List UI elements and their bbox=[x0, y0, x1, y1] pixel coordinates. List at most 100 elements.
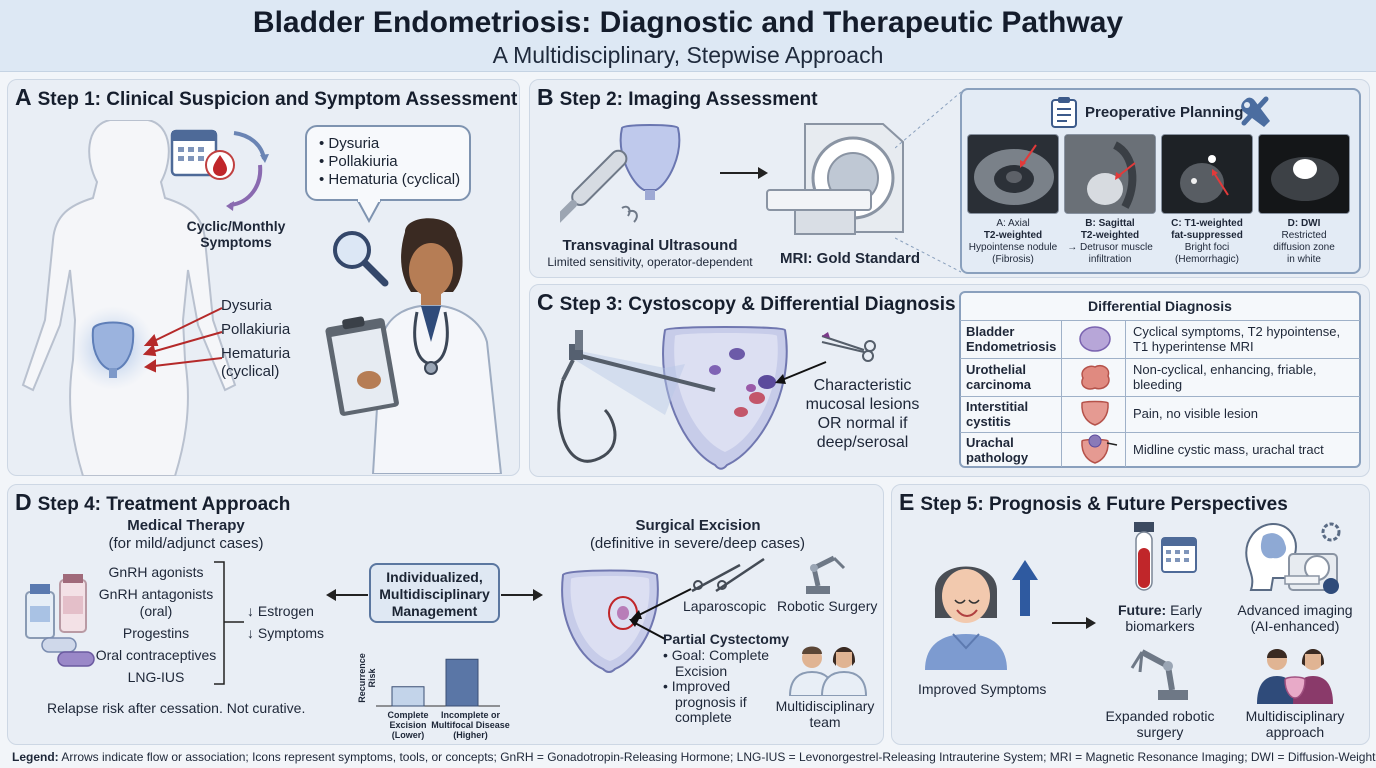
up-arrow-icon bbox=[1012, 560, 1038, 616]
legend: Legend: Arrows indicate flow or associat… bbox=[12, 750, 1376, 764]
mri-title: MRI: Gold Standard bbox=[780, 250, 920, 267]
planning-title: Preoperative Planning bbox=[1085, 104, 1244, 121]
cystectomy-title: Partial Cystectomy bbox=[663, 631, 790, 647]
relapse-note: Relapse risk after cessation. Not curati… bbox=[47, 700, 306, 716]
ddx-column-divider bbox=[1125, 320, 1126, 467]
bubble-item: Dysuria bbox=[319, 135, 469, 153]
symptom-arrows bbox=[142, 307, 223, 373]
ddx-description: Pain, no visible lesion bbox=[1133, 406, 1259, 421]
robotic-arm-icon bbox=[806, 555, 846, 594]
ultrasound-title: Transvaginal Ultrasound bbox=[562, 237, 738, 254]
page-subtitle: A Multidisciplinary, Stepwise Approach bbox=[492, 42, 884, 68]
pointer-arrows bbox=[629, 588, 692, 640]
advanced-imaging-label: Advanced imaging(AI-enhanced) bbox=[1237, 602, 1353, 634]
clipboard-icon bbox=[1051, 97, 1077, 128]
panel-c-letter: C bbox=[537, 289, 554, 315]
table-row bbox=[960, 396, 1360, 432]
bubble-item: Hematuria (cyclical) bbox=[319, 171, 469, 189]
ultrasound-subtitle: Limited sensitivity, operator-dependent bbox=[547, 255, 753, 269]
table-row bbox=[960, 358, 1360, 396]
mri-sagittal-t2 bbox=[1064, 134, 1156, 214]
wrench-icon bbox=[1241, 96, 1270, 127]
improved-symptoms-label: Improved Symptoms bbox=[918, 681, 1047, 697]
flow-arrow bbox=[720, 167, 768, 179]
ai-imaging-icon bbox=[1245, 522, 1341, 594]
cystitis-bladder-icon bbox=[1081, 400, 1109, 426]
ddx-title: Differential Diagnosis bbox=[1088, 298, 1232, 314]
drug-item: LNG-IUS bbox=[127, 669, 185, 685]
medication-icons bbox=[25, 574, 95, 667]
cystectomy-points: • Goal: Complete Excision • Improved pro… bbox=[663, 647, 770, 725]
mri-scanner-icon bbox=[766, 123, 904, 235]
table-row bbox=[960, 432, 1360, 468]
drug-item: GnRH antagonists bbox=[98, 586, 214, 602]
doctor-illustration bbox=[325, 218, 503, 474]
ddx-description: Cyclical symptoms, T2 hypointense,T1 hyp… bbox=[1133, 324, 1341, 354]
future-biomarkers-label: Future: Early biomarkers bbox=[1117, 602, 1202, 634]
multidisciplinary-icon bbox=[1257, 649, 1333, 704]
blood-tube-icon bbox=[1134, 522, 1197, 591]
drug-list: GnRH agonists GnRH antagonists (oral) Pr… bbox=[86, 564, 226, 686]
legend-label: Legend: bbox=[12, 750, 59, 764]
mri-dwi bbox=[1258, 134, 1350, 214]
drug-item: Oral contraceptives bbox=[95, 647, 217, 663]
drug-bracket bbox=[214, 561, 244, 685]
recurrence-chart-svg bbox=[376, 658, 500, 707]
laparoscopic-tools-icon bbox=[691, 557, 765, 593]
carcinoma-icon bbox=[1081, 364, 1110, 390]
panel-a-letter: A bbox=[15, 84, 32, 110]
body-label-dysuria: Dysuria bbox=[221, 297, 272, 314]
medical-therapy-title: Medical Therapy bbox=[127, 517, 245, 534]
cystoscope-bladder-illustration bbox=[557, 326, 788, 470]
laparoscopic-label: Laparoscopic bbox=[683, 598, 767, 614]
body-label-hematuria: Hematuria bbox=[221, 345, 291, 362]
ddx-description: Non-cyclical, enhancing, friable,bleedin… bbox=[1133, 362, 1317, 392]
panel-e-letter: E bbox=[899, 489, 915, 515]
zoom-connector-lines bbox=[895, 91, 962, 273]
ddx-column-divider bbox=[1061, 320, 1062, 467]
female-body-illustration bbox=[21, 120, 237, 476]
magnifier-icon bbox=[333, 231, 389, 287]
chart-bar bbox=[391, 686, 425, 707]
body-label-cyclical: (cyclical) bbox=[221, 363, 280, 380]
effect-symptoms: ↓ Symptoms bbox=[247, 625, 325, 641]
effect-estrogen: ↓ Estrogen bbox=[247, 603, 314, 619]
symptom-speech-bubble: Dysuria Pollakiuria Hematuria (cyclical) bbox=[305, 125, 471, 201]
mri-t1-fat-suppressed bbox=[1161, 134, 1253, 214]
cyclic-symptoms-label: Cyclic/Monthly Symptoms bbox=[186, 218, 286, 250]
robotic-surgery-label: Robotic Surgery bbox=[777, 598, 878, 614]
lesion-pointer-arrow bbox=[775, 361, 827, 384]
panel-d-letter: D bbox=[15, 489, 32, 515]
recurrence-chart bbox=[350, 640, 510, 745]
header: Bladder Endometriosis: Diagnostic and Th… bbox=[0, 0, 1376, 72]
flow-arrow bbox=[1052, 617, 1096, 629]
bidirectional-arrow-right bbox=[501, 589, 543, 601]
bladder-excision-illustration bbox=[561, 569, 659, 673]
medical-therapy-subtitle: (for mild/adjunct cases) bbox=[108, 535, 264, 552]
ultrasound-probe-icon bbox=[560, 124, 681, 228]
happy-patient-illustration bbox=[925, 566, 1007, 670]
team-icon bbox=[788, 646, 868, 696]
blood-drop-icon bbox=[205, 150, 263, 211]
ddx-description: Midline cystic mass, urachal tract bbox=[1133, 442, 1324, 457]
speech-bubble-tail bbox=[355, 199, 383, 223]
body-label-pollakiuria: Pollakiuria bbox=[221, 321, 291, 338]
drug-item: Progestins bbox=[122, 625, 190, 641]
